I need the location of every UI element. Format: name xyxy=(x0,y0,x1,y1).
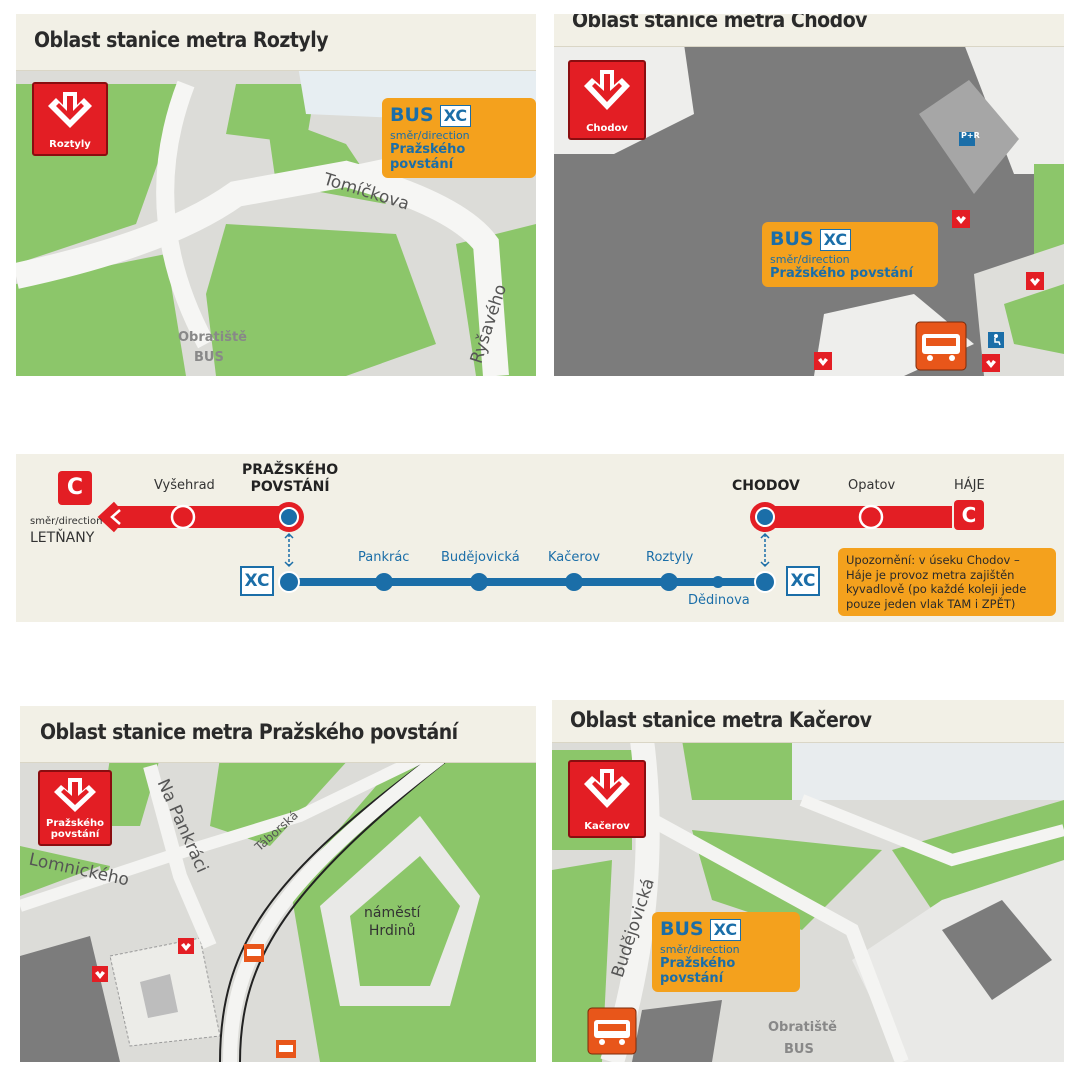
terminus-label: HÁJE xyxy=(954,478,985,493)
metro-arrow-icon xyxy=(48,92,92,128)
bus-line-badge: XC xyxy=(709,919,742,941)
terminus-label: BUS xyxy=(784,1042,814,1057)
metro-arrow-icon xyxy=(584,70,630,110)
panel-title: Oblast stanice metra Kačerov xyxy=(570,708,872,732)
metro-station-name: Roztyly xyxy=(49,139,91,150)
metro-line-c-badge: C xyxy=(954,500,984,530)
metro-station-logo: Roztyly xyxy=(32,82,108,156)
metro-station-logo: Kačerov xyxy=(568,760,646,838)
bus-line-badge: XC xyxy=(819,229,852,251)
bus-stop-label: Dědinova xyxy=(688,593,750,608)
bus-label: BUS xyxy=(770,228,814,250)
map-panel-roztyly: Oblast stanice metra Roztyly Roztyly BUS… xyxy=(16,14,536,376)
map-prazskeho-povstani xyxy=(20,706,536,1062)
bus-label: BUS xyxy=(660,918,704,940)
map-panel-prazskeho-povstani: Oblast stanice metra Pražského povstání … xyxy=(20,706,536,1062)
direction-label: směr/direction xyxy=(30,516,103,527)
square-label-line: Hrdinů xyxy=(368,923,416,939)
bus-label: BUS xyxy=(390,104,434,126)
panel-title-bar: Oblast stanice metra Kačerov xyxy=(552,700,1064,743)
station-label: Vyšehrad xyxy=(154,478,215,493)
metro-station-logo: Pražského povstání xyxy=(38,770,112,846)
square-label-line: náměstí xyxy=(364,905,421,921)
bus-icon xyxy=(587,1007,637,1055)
metro-entrance-icon xyxy=(814,352,832,370)
metro-arrow-icon xyxy=(584,769,630,808)
bus-line-xc-badge: XC xyxy=(240,566,274,596)
metro-entrance-icon xyxy=(1026,272,1044,290)
metro-station-name-line: povstání xyxy=(50,829,100,840)
station-label: Opatov xyxy=(848,478,896,493)
bus-stop-icon xyxy=(276,1040,296,1058)
bus-direction: směr/direction xyxy=(390,129,470,142)
parking-label: P+R xyxy=(961,131,980,140)
bus-stop-label: Pankrác xyxy=(358,550,410,565)
bus-stop-label: Budějovická xyxy=(441,550,520,565)
metro-station-name: Pražského povstání xyxy=(40,818,110,840)
map-roztyly xyxy=(16,14,536,376)
bus-icon xyxy=(915,321,967,371)
panel-title-bar: Oblast stanice metra Pražského povstání xyxy=(20,706,536,763)
panel-title: Oblast stanice metra Roztyly xyxy=(34,28,329,52)
bus-stop-label: Roztyly xyxy=(646,550,694,565)
station-label-line: POVSTÁNÍ xyxy=(250,479,330,495)
metro-entrance-icon xyxy=(92,966,108,982)
map-panel-kacerov: Oblast stanice metra Kačerov Kačerov Bud… xyxy=(552,700,1064,1062)
station-label-line: PRAŽSKÉHO xyxy=(242,462,339,478)
service-notice: Upozornění: v úseku Chodov – Háje je pro… xyxy=(838,548,1056,616)
bus-stop-label: Kačerov xyxy=(548,550,601,565)
panel-title: Oblast stanice metra Chodov xyxy=(572,14,868,32)
station-label-transfer: CHODOV xyxy=(732,478,800,494)
metro-arrow-icon xyxy=(54,778,96,812)
map-chodov xyxy=(554,14,1064,376)
terminus-label: Obratiště xyxy=(178,330,247,345)
terminus-label: Obratiště xyxy=(768,1020,837,1035)
bus-direction: směr/direction xyxy=(660,943,740,956)
square-label: náměstí Hrdinů xyxy=(364,904,420,940)
metro-entrance-icon xyxy=(178,938,194,954)
bus-line-badge: XC xyxy=(439,105,472,127)
panel-title-bar: Oblast stanice metra Roztyly xyxy=(16,14,536,71)
metro-station-logo: Chodov xyxy=(568,60,646,140)
panel-title-bar: Oblast stanice metra Chodov xyxy=(554,14,1064,47)
terminus-label: LETŇANY xyxy=(30,530,95,546)
metro-line-c-badge: C xyxy=(58,471,92,505)
bus-line-xc-badge: XC xyxy=(786,566,820,596)
wheelchair-icon xyxy=(988,332,1004,348)
bus-direction: směr/direction xyxy=(770,253,850,266)
metro-station-name-line: Pražského xyxy=(46,818,104,829)
metro-station-name: Kačerov xyxy=(584,821,630,832)
map-panel-chodov: Oblast stanice metra Chodov P+R Chodov B… xyxy=(554,14,1064,376)
line-diagram xyxy=(97,501,952,593)
bus-stop-icon xyxy=(244,944,264,962)
bus-destination: Pražského povstání xyxy=(770,266,913,281)
station-label-transfer: PRAŽSKÉHO POVSTÁNÍ xyxy=(242,462,338,496)
metro-station-name: Chodov xyxy=(586,123,628,134)
bus-destination: Pražského povstání xyxy=(390,142,466,172)
terminus-label: BUS xyxy=(194,350,224,365)
bus-destination: Pražského povstání xyxy=(660,956,736,986)
metro-entrance-icon xyxy=(982,354,1000,372)
panel-title: Oblast stanice metra Pražského povstání xyxy=(40,720,458,744)
metro-entrance-icon xyxy=(952,210,970,228)
